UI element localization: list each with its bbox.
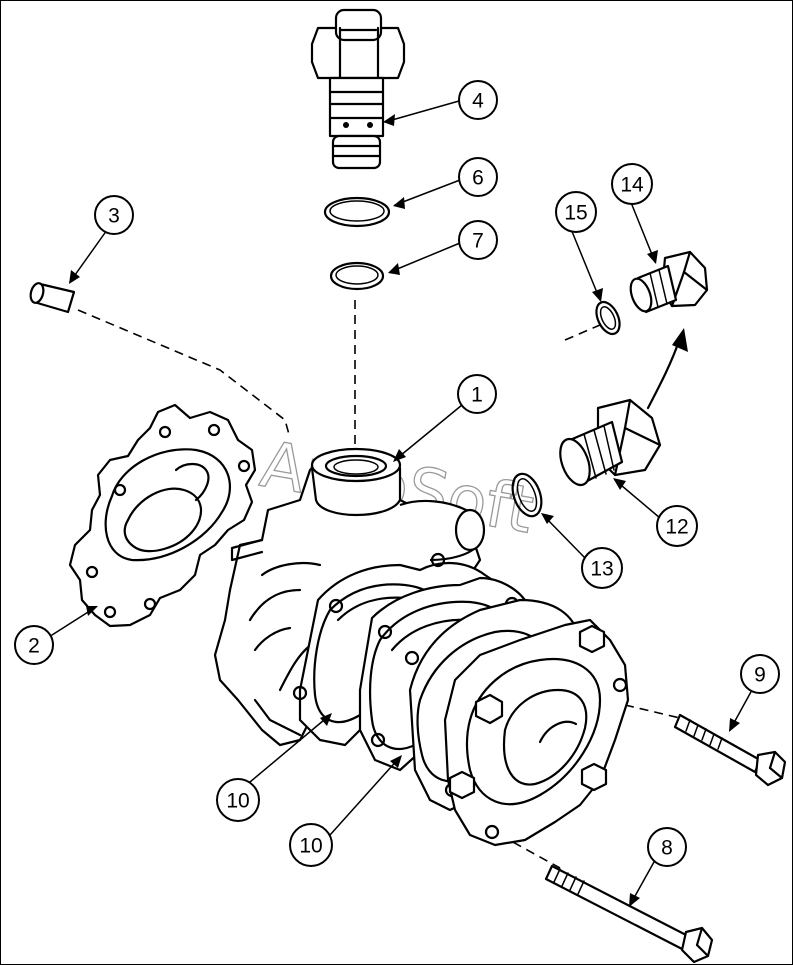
callout-14: 14 [611, 163, 653, 205]
part-o-ring-6 [323, 196, 391, 228]
part-bolt-8 [544, 864, 714, 964]
part-dowel-pin [29, 282, 76, 314]
part-pump-body [213, 447, 630, 847]
callout-6: 6 [458, 157, 498, 197]
arrow-head [672, 328, 688, 352]
callout-label: 15 [564, 202, 587, 225]
assembly-lines [77, 300, 681, 869]
callout-label: 10 [226, 790, 249, 813]
callout-1: 1 [457, 374, 497, 414]
callout-3: 3 [94, 195, 134, 235]
part-bolt-9 [673, 713, 787, 787]
callout-label: 6 [472, 167, 484, 190]
part-relief-valve [310, 8, 406, 170]
part-o-ring-13 [511, 472, 543, 518]
callout-label: 3 [108, 205, 120, 228]
arrow-plug-replace [646, 336, 682, 410]
callout-label: 7 [472, 230, 484, 253]
callout-4: 4 [458, 80, 498, 120]
part-gasket [68, 403, 257, 628]
callout-13: 13 [581, 547, 623, 589]
callout-label: 1 [471, 384, 483, 407]
leader-arrowheads [69, 114, 740, 907]
part-o-ring-15 [595, 300, 621, 336]
part-plug-12 [559, 398, 662, 487]
part-o-ring-7 [329, 261, 385, 291]
part-plug-14 [629, 250, 709, 314]
callout-label: 8 [661, 837, 673, 860]
callout-label: 13 [590, 558, 613, 581]
callout-12: 12 [656, 505, 698, 547]
callout-15: 15 [555, 191, 597, 233]
callout-2: 2 [14, 625, 54, 665]
callout-label: 10 [299, 835, 322, 858]
callout-7: 7 [458, 220, 498, 260]
callout-label: 9 [754, 664, 766, 687]
callout-label: 14 [620, 174, 644, 197]
callout-label: 2 [28, 635, 40, 658]
callout-10b: 10 [289, 823, 333, 867]
callout-label: 12 [665, 516, 688, 539]
callout-8: 8 [647, 827, 687, 867]
callout-9: 9 [740, 654, 780, 694]
callout-label: 4 [472, 90, 484, 113]
callout-10a: 10 [216, 778, 260, 822]
